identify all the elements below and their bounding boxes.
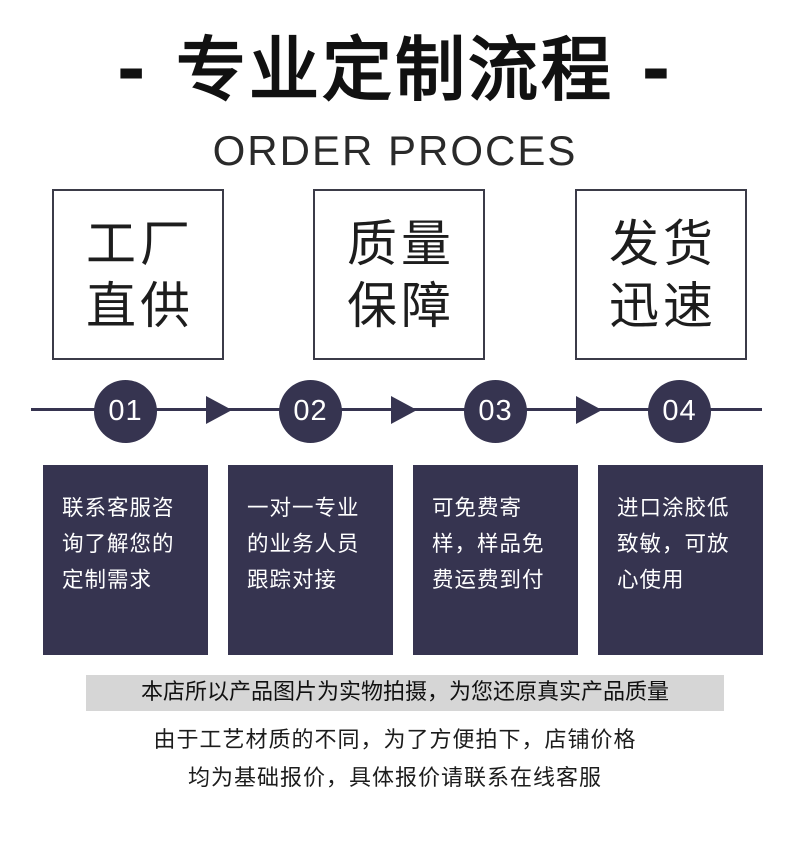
arrow-right-icon — [391, 396, 417, 424]
step-description-line: 一对一专业 — [247, 496, 360, 521]
step-description-line: 费运费到付 — [432, 568, 545, 593]
page-subtitle: ORDER PROCES — [212, 127, 578, 174]
feature-box-quality: 质量 保障 — [313, 189, 485, 360]
arrow-right-icon — [206, 396, 232, 424]
footnote-line: 由于工艺材质的不同，为了方便拍下，店铺价格 — [153, 728, 637, 753]
feature-text-line: 迅速 — [609, 276, 717, 335]
feature-box-factory: 工厂 直供 — [52, 189, 224, 360]
footnote-line: 均为基础报价，具体报价请联系在线客服 — [187, 766, 602, 791]
feature-box-shipping: 发货 迅速 — [575, 189, 747, 360]
step-description-line: 心使用 — [617, 568, 685, 593]
step-description-line: 的业务人员 — [247, 532, 360, 557]
feature-text-line: 发货 — [609, 214, 717, 273]
step-description-line: 询了解您的 — [62, 532, 175, 557]
step-description-line: 可免费寄 — [432, 496, 523, 521]
step-description-line: 联系客服咨 — [62, 496, 175, 521]
step-description-line: 跟踪对接 — [247, 568, 338, 593]
step-number-badge: 01 — [94, 380, 157, 443]
feature-text-line: 工厂 — [86, 214, 194, 273]
notice-banner: 本店所以产品图片为实物拍摄，为您还原真实产品质量 — [86, 675, 724, 711]
step-description-line: 致敏，可放 — [617, 532, 730, 557]
feature-text-line: 保障 — [347, 276, 455, 335]
step-description-line: 进口涂胶低 — [617, 496, 730, 521]
step-card-material: 进口涂胶低 致敏，可放 心使用 — [598, 465, 763, 655]
step-card-followup: 一对一专业 的业务人员 跟踪对接 — [228, 465, 393, 655]
step-card-sample: 可免费寄 样，样品免 费运费到付 — [413, 465, 578, 655]
step-number-badge: 03 — [464, 380, 527, 443]
feature-text-line: 直供 — [86, 276, 194, 335]
step-description-line: 定制需求 — [62, 568, 153, 593]
step-number-badge: 04 — [648, 380, 711, 443]
step-card-consult: 联系客服咨 询了解您的 定制需求 — [43, 465, 208, 655]
step-description-line: 样，样品免 — [432, 532, 545, 557]
feature-text-line: 质量 — [347, 214, 455, 273]
step-number-badge: 02 — [279, 380, 342, 443]
arrow-right-icon — [576, 396, 602, 424]
page-title: - 专业定制流程 - — [116, 29, 674, 111]
